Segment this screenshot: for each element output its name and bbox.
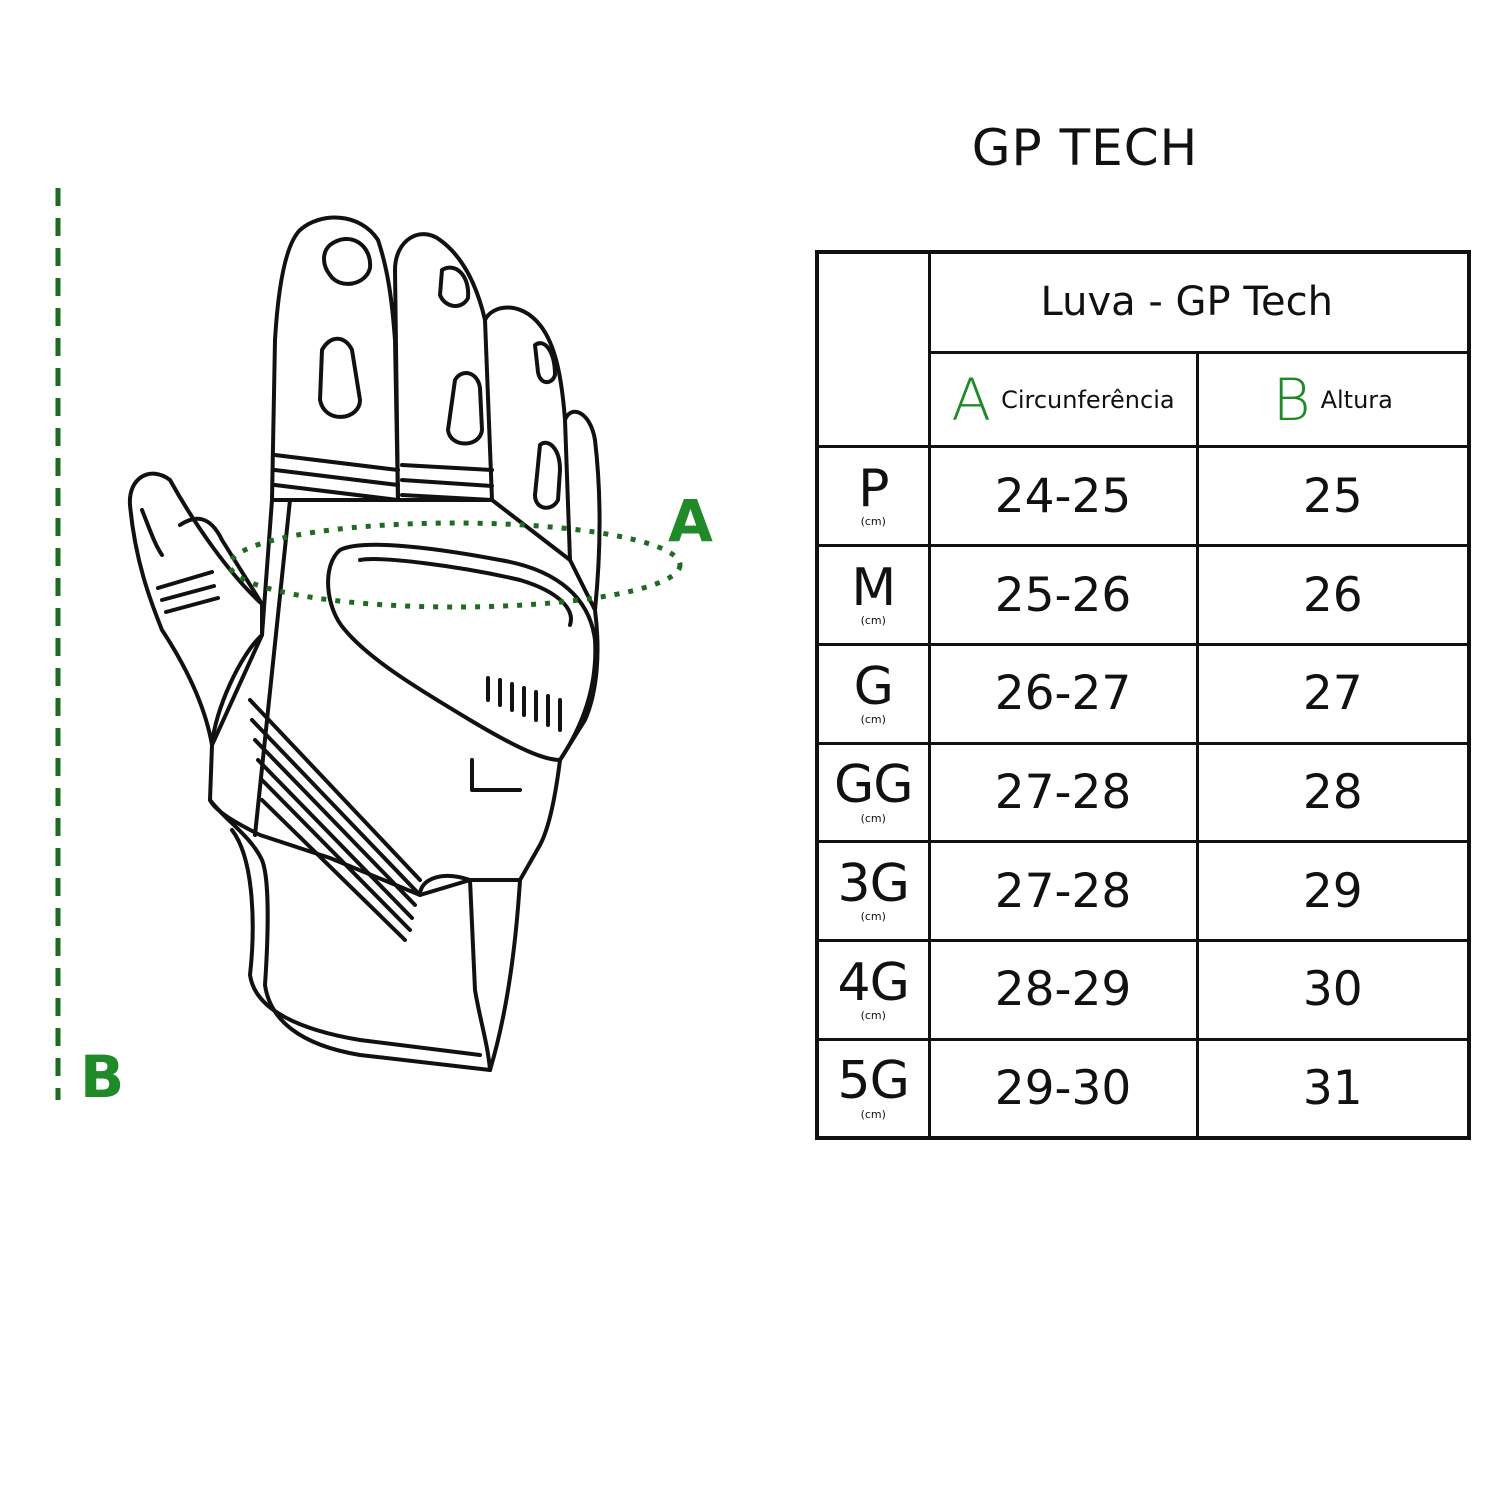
height-value: 29 bbox=[1195, 840, 1471, 943]
size-label: P bbox=[858, 459, 889, 520]
circumference-value: 28-29 bbox=[927, 939, 1199, 1041]
circumference-value: 27-28 bbox=[927, 741, 1199, 844]
height-value: 27 bbox=[1195, 642, 1471, 745]
measure-a-name: Circunferência bbox=[1001, 385, 1175, 414]
size-unit: (cm) bbox=[860, 811, 886, 825]
circumference-value: 27-28 bbox=[927, 840, 1199, 943]
size-cell: P (cm) bbox=[815, 445, 931, 548]
measure-b-marker: B bbox=[80, 1043, 125, 1111]
size-cell: 3G (cm) bbox=[815, 840, 931, 943]
height-value: 28 bbox=[1195, 741, 1471, 844]
size-cell: 4G (cm) bbox=[815, 939, 931, 1041]
circumference-value: 24-25 bbox=[927, 445, 1199, 548]
size-unit: (cm) bbox=[860, 712, 886, 726]
glove-little-finger bbox=[563, 409, 602, 612]
size-unit: (cm) bbox=[860, 1107, 886, 1121]
circumference-value: 29-30 bbox=[927, 1037, 1199, 1140]
circumference-measure-ring bbox=[227, 520, 683, 610]
size-unit: (cm) bbox=[860, 910, 886, 924]
height-value: 30 bbox=[1195, 939, 1471, 1041]
table-row: P (cm) 24-25 25 bbox=[815, 445, 1471, 548]
table-row: 5G (cm) 29-30 31 bbox=[815, 1037, 1471, 1140]
size-label: GG bbox=[833, 755, 914, 816]
measure-a-letter: A bbox=[951, 365, 992, 434]
size-chart-table: Luva - GP Tech A Circunferência B Altura P… bbox=[815, 250, 1471, 1140]
circumference-value: 25-26 bbox=[927, 544, 1199, 646]
measure-b-letter: B bbox=[1272, 365, 1311, 434]
size-unit: (cm) bbox=[860, 614, 886, 628]
table-row: M (cm) 25-26 26 bbox=[815, 544, 1471, 646]
height-value: 31 bbox=[1195, 1037, 1471, 1140]
measure-b-header: B Altura bbox=[1195, 350, 1471, 449]
page-title: GP TECH bbox=[971, 119, 1199, 177]
size-cell: M (cm) bbox=[815, 544, 931, 646]
height-value: 25 bbox=[1195, 445, 1471, 548]
glove-middle-finger bbox=[393, 232, 494, 502]
glove-thumb bbox=[127, 471, 264, 747]
size-label: 5G bbox=[837, 1051, 910, 1112]
size-label: G bbox=[853, 656, 894, 717]
size-cell: G (cm) bbox=[815, 642, 931, 745]
table-row: 4G (cm) 28-29 30 bbox=[815, 939, 1471, 1041]
height-value: 26 bbox=[1195, 544, 1471, 646]
circumference-value: 26-27 bbox=[927, 642, 1199, 745]
glove-ring-finger bbox=[483, 305, 572, 562]
size-label: 4G bbox=[837, 952, 910, 1013]
glove-index-finger bbox=[270, 215, 400, 502]
glove-diagram bbox=[55, 188, 683, 1100]
product-header-text: Luva - GP Tech bbox=[1040, 279, 1333, 326]
glove-cuff bbox=[208, 798, 522, 1072]
measure-a-header: A Circunferência bbox=[927, 350, 1199, 449]
size-unit: (cm) bbox=[860, 1009, 886, 1023]
size-label: M bbox=[851, 557, 896, 618]
table-row: G (cm) 26-27 27 bbox=[815, 642, 1471, 745]
product-header: Luva - GP Tech bbox=[927, 250, 1471, 354]
size-unit: (cm) bbox=[860, 515, 886, 529]
size-cell: 5G (cm) bbox=[815, 1037, 931, 1140]
size-cell: GG (cm) bbox=[815, 741, 931, 844]
size-label: 3G bbox=[837, 853, 910, 914]
table-row: GG (cm) 27-28 28 bbox=[815, 741, 1471, 844]
blank-corner-cell bbox=[815, 250, 931, 449]
table-row: 3G (cm) 27-28 29 bbox=[815, 840, 1471, 943]
measure-b-name: Altura bbox=[1320, 385, 1393, 414]
measure-a-marker: A bbox=[668, 487, 713, 555]
glove-knuckle-guard bbox=[326, 542, 598, 762]
